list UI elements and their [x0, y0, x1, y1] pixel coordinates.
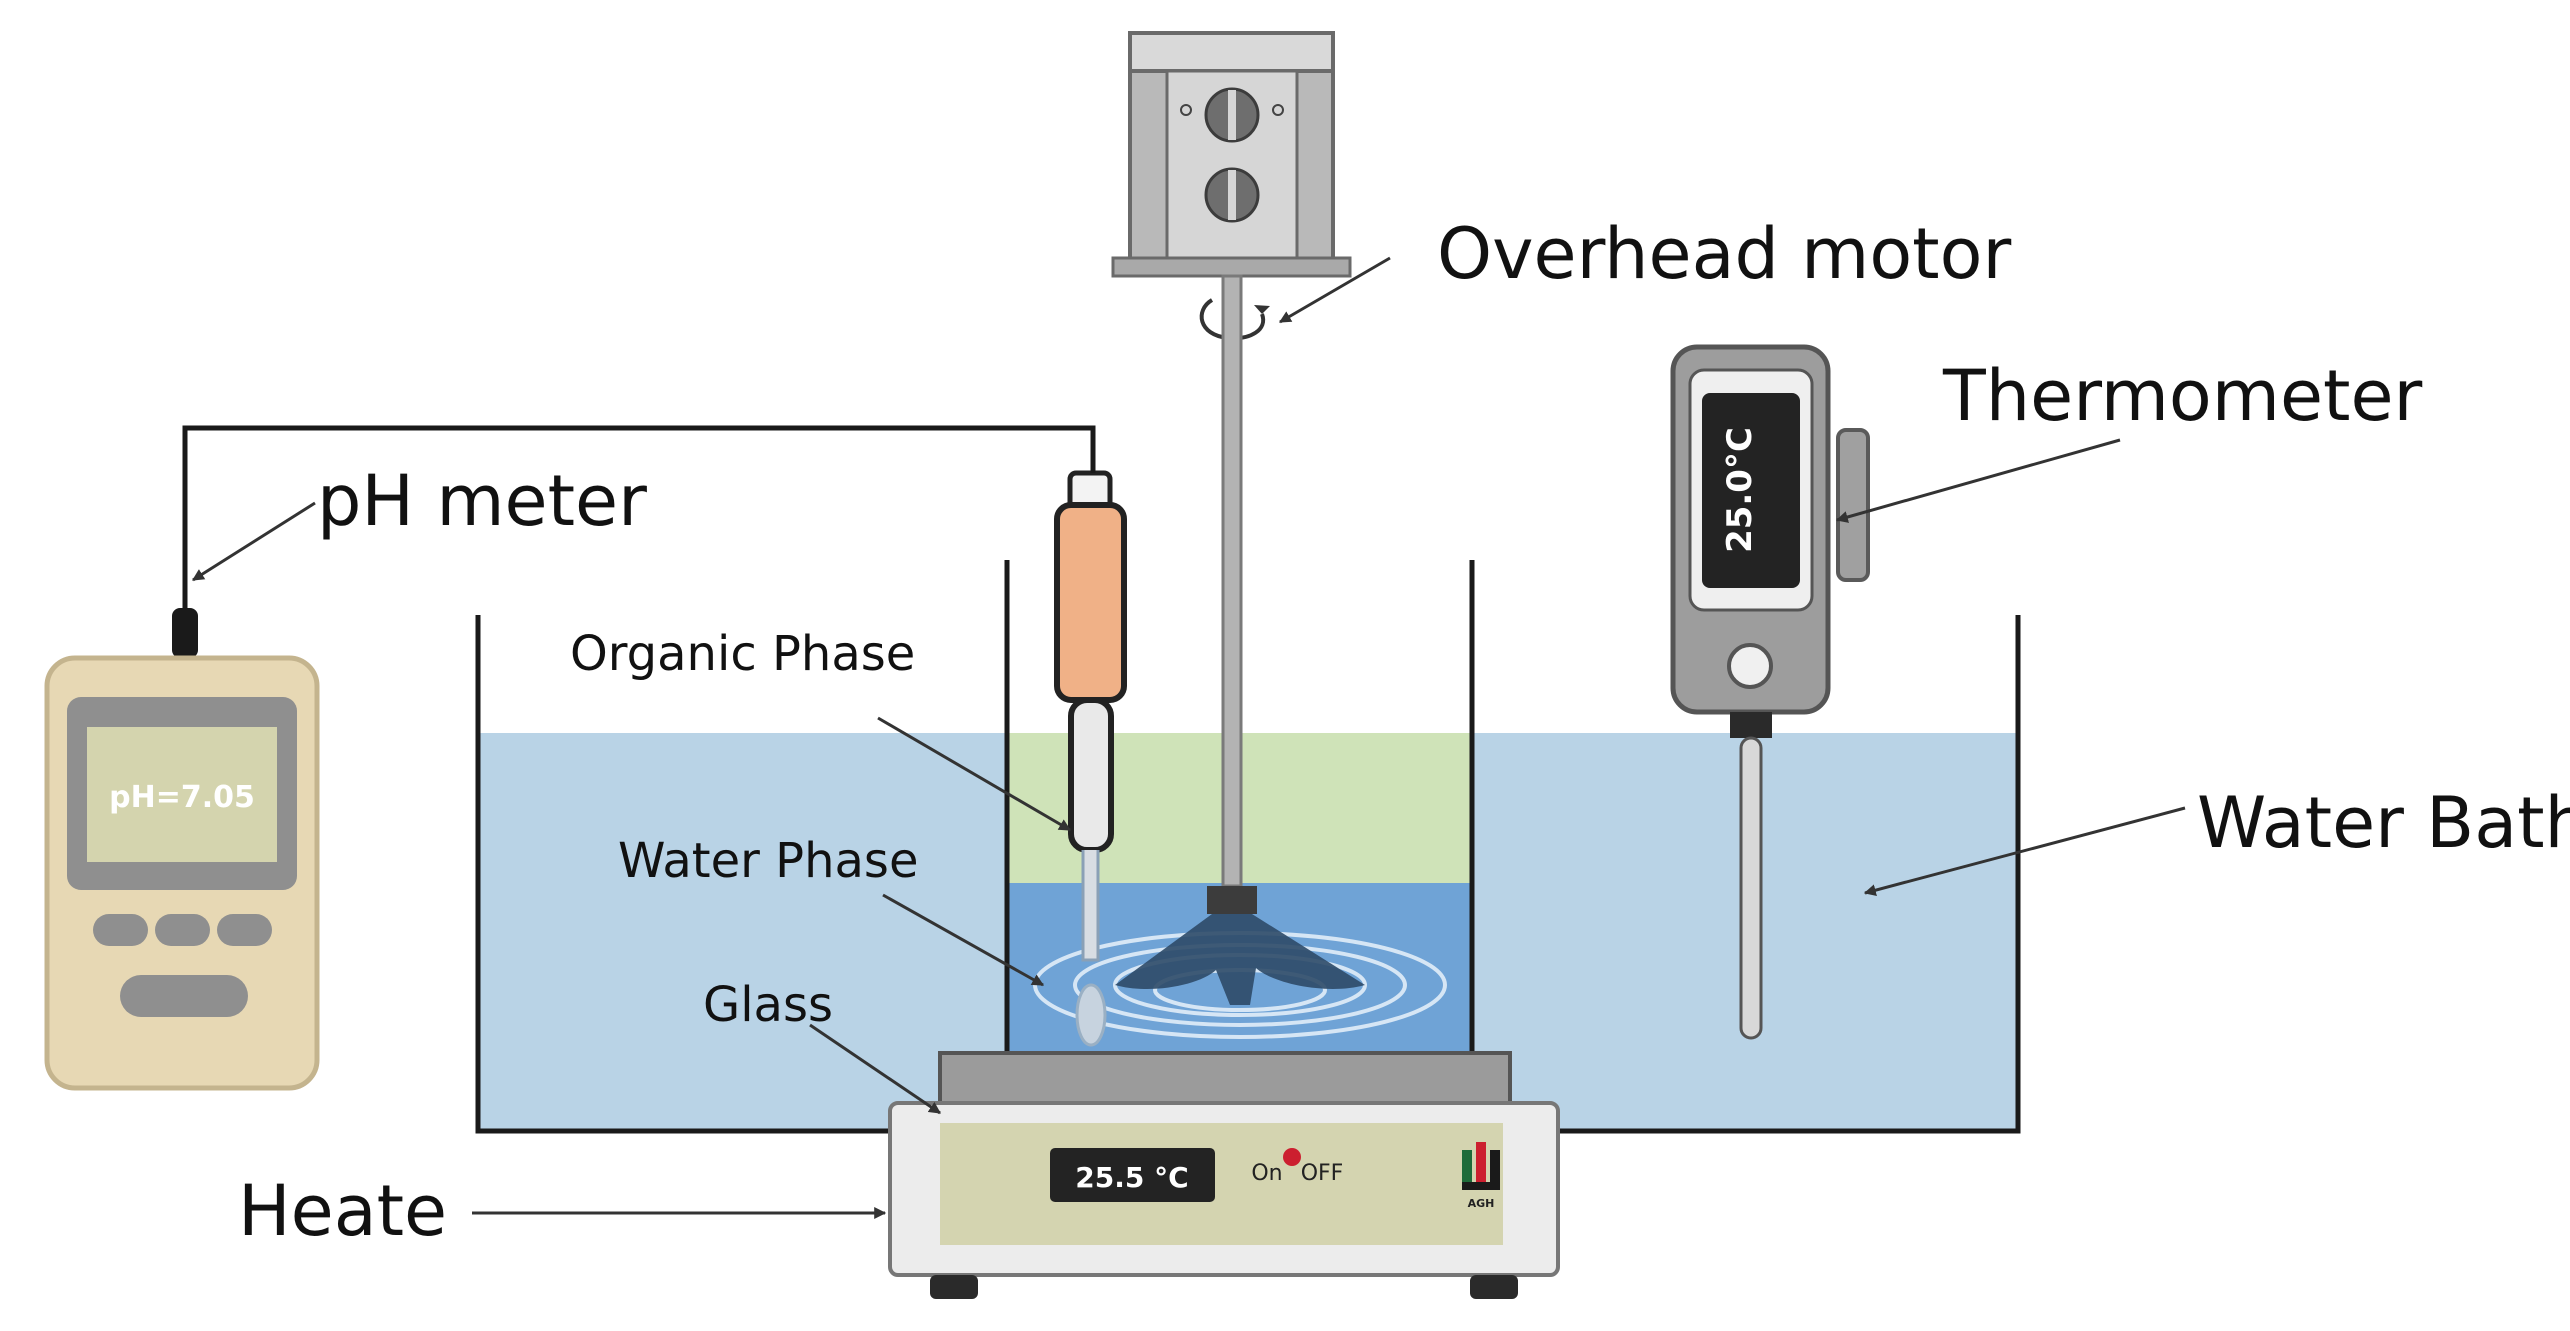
ph-meter: pH=7.05 — [44, 608, 320, 1091]
heater-switch-on-label: On — [1251, 1161, 1282, 1186]
ph-meter-button-3[interactable] — [217, 914, 272, 946]
label-heater: Heate — [238, 1170, 447, 1252]
agh-logo-icon: AGH — [1462, 1142, 1500, 1210]
heater-switch-off-label: OFF — [1301, 1161, 1344, 1186]
ph-meter-button-main[interactable] — [120, 975, 248, 1017]
overhead-motor — [1111, 31, 1365, 1005]
digital-thermometer: 25.0°C — [1670, 344, 1870, 1040]
thermometer-reading: 25.0°C — [1720, 427, 1760, 553]
label-ph-meter: pH meter — [317, 460, 647, 542]
label-organic-phase: Organic Phase — [570, 626, 915, 682]
stirrer-impeller — [1115, 914, 1365, 1005]
label-water-bath: Water Bath — [2197, 782, 2570, 864]
ph-meter-cable — [182, 425, 1096, 610]
leader-lines — [191, 256, 2186, 1219]
ph-meter-button-2[interactable] — [155, 914, 210, 946]
thermometer-probe — [1739, 736, 1763, 1040]
stirrer-shaft — [1221, 274, 1243, 888]
heater-temperature-reading: 25.5 °C — [1075, 1161, 1188, 1194]
agh-logo-text: AGH — [1468, 1197, 1495, 1210]
ph-probe — [1054, 470, 1127, 1047]
label-overhead-motor: Overhead motor — [1437, 213, 2011, 295]
thermometer-button[interactable] — [1727, 643, 1773, 689]
ph-reading: pH=7.05 — [109, 780, 255, 815]
label-glass: Glass — [703, 977, 833, 1033]
heater-power-switch[interactable] — [1283, 1148, 1301, 1166]
heater: 25.5 °C On OFF AGH — [888, 1051, 1560, 1299]
label-water-phase: Water Phase — [618, 833, 918, 889]
label-thermometer: Thermometer — [1942, 355, 2423, 437]
ph-meter-button-1[interactable] — [93, 914, 148, 946]
